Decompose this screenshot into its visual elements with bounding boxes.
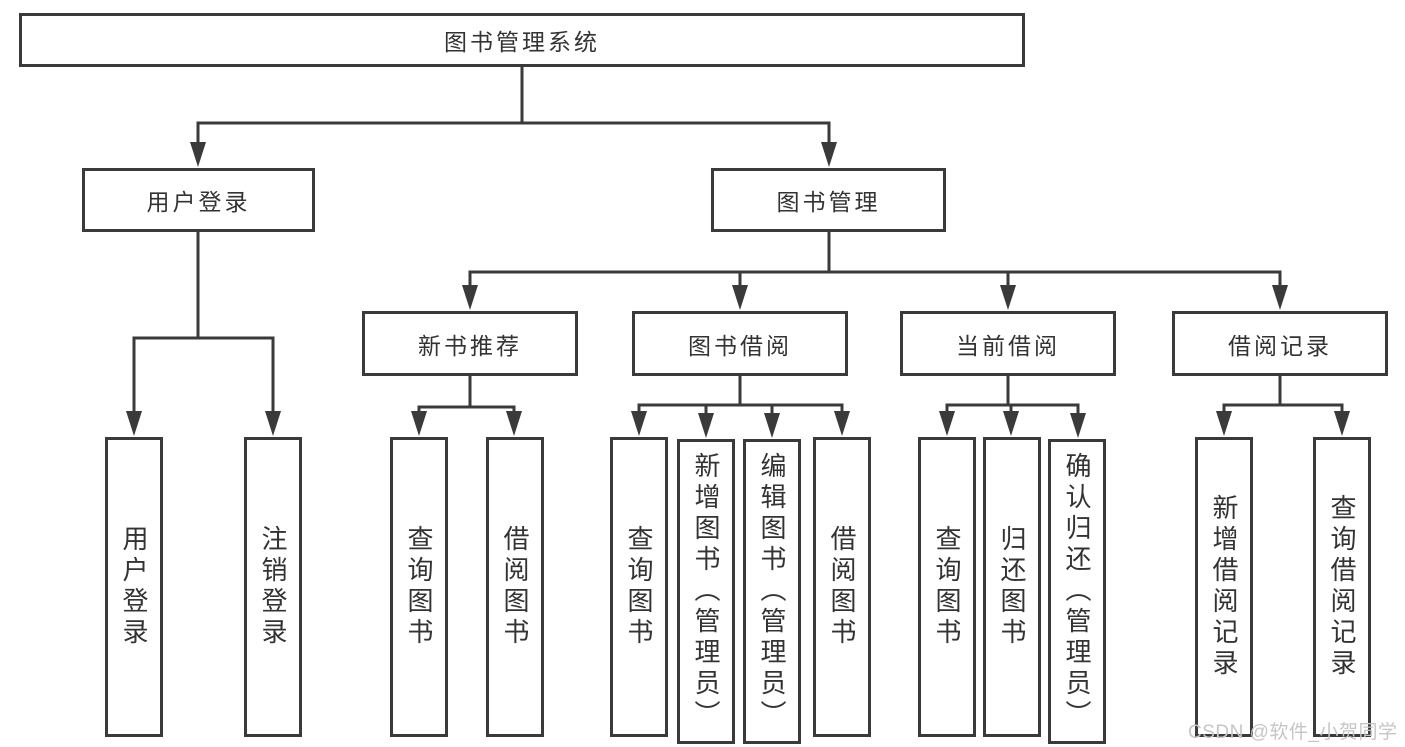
leaf-add-book-admin-label: 新增图书（管理员）	[691, 452, 721, 731]
connector-login-to-leaves	[132, 230, 275, 415]
arrow-down-icon	[1070, 413, 1086, 438]
arrow-down-icon	[190, 142, 206, 167]
node-book-borrow-label: 图书借阅	[688, 332, 792, 359]
leaf-borrow-books-recommend: 借阅图书	[486, 437, 544, 737]
arrow-down-icon	[411, 411, 427, 436]
leaf-borrow-books-label: 借阅图书	[827, 525, 857, 649]
leaf-query-books-borrow: 查询图书	[610, 437, 668, 737]
arrow-down-icon	[1000, 285, 1016, 310]
leaf-borrow-books: 借阅图书	[813, 437, 871, 737]
arrow-down-icon	[939, 411, 955, 436]
connector-current-to-leaves	[945, 374, 1080, 418]
arrow-down-icon	[1272, 285, 1288, 310]
csdn-watermark: CSDN @软件_小贺同学	[1188, 722, 1398, 743]
arrow-down-icon	[834, 411, 850, 436]
leaf-logout-label: 注销登录	[258, 525, 288, 649]
leaf-confirm-return-admin-label: 确认归还（管理员）	[1062, 452, 1092, 731]
leaf-query-books-borrow-label: 查询图书	[624, 525, 654, 649]
arrow-down-icon	[764, 413, 780, 438]
connector-borrow-to-leaves	[637, 374, 844, 418]
leaf-edit-book-admin: 编辑图书（管理员）	[743, 439, 801, 744]
arrow-down-icon	[698, 413, 714, 438]
leaf-borrow-books-recommend-label: 借阅图书	[500, 525, 530, 649]
arrow-down-icon	[506, 411, 522, 436]
leaf-return-books: 归还图书	[983, 437, 1041, 737]
connector-root-to-level2	[196, 65, 831, 148]
node-library-system: 图书管理系统	[19, 13, 1025, 67]
node-user-login-label: 用户登录	[146, 189, 251, 215]
node-book-borrow: 图书借阅	[632, 311, 848, 376]
leaf-return-books-label: 归还图书	[997, 525, 1027, 649]
connector-mgmt-to-level3	[468, 230, 1282, 291]
arrow-down-icon	[732, 285, 748, 310]
arrow-down-icon	[265, 411, 281, 436]
node-borrow-records: 借阅记录	[1172, 311, 1388, 376]
arrow-down-icon	[1003, 411, 1019, 436]
node-new-book-recommend-label: 新书推荐	[418, 332, 522, 359]
arrow-down-icon	[1334, 411, 1350, 436]
leaf-query-books-recommend-label: 查询图书	[404, 525, 434, 649]
leaf-add-borrow-record: 新增借阅记录	[1195, 437, 1253, 737]
node-current-borrow-label: 当前借阅	[956, 332, 1060, 359]
leaf-query-borrow-record: 查询借阅记录	[1313, 437, 1371, 737]
leaf-query-books-current: 查询图书	[918, 437, 976, 737]
leaf-add-borrow-record-label: 新增借阅记录	[1209, 494, 1239, 680]
leaf-query-borrow-record-label: 查询借阅记录	[1327, 494, 1357, 680]
leaf-logout: 注销登录	[244, 437, 302, 737]
arrow-down-icon	[631, 411, 647, 436]
leaf-query-books-recommend: 查询图书	[390, 437, 448, 737]
leaf-query-books-current-label: 查询图书	[932, 525, 962, 649]
leaf-user-login: 用户登录	[105, 437, 163, 737]
arrow-down-icon	[462, 285, 478, 310]
arrow-down-icon	[821, 142, 837, 167]
arrow-down-icon	[126, 411, 142, 436]
leaf-user-login-label: 用户登录	[119, 525, 149, 649]
node-book-management-label: 图书管理	[776, 189, 881, 215]
node-library-system-label: 图书管理系统	[444, 29, 600, 55]
connector-newbook-to-leaves	[417, 374, 516, 416]
node-current-borrow: 当前借阅	[900, 311, 1116, 376]
leaf-confirm-return-admin: 确认归还（管理员）	[1048, 439, 1106, 744]
leaf-add-book-admin: 新增图书（管理员）	[677, 439, 735, 744]
node-new-book-recommend: 新书推荐	[362, 311, 578, 376]
node-borrow-records-label: 借阅记录	[1228, 332, 1332, 359]
connector-records-to-leaves	[1222, 374, 1344, 416]
arrowheads	[126, 142, 1350, 438]
leaf-edit-book-admin-label: 编辑图书（管理员）	[757, 452, 787, 731]
arrow-down-icon	[1216, 411, 1232, 436]
node-book-management: 图书管理	[711, 168, 946, 232]
node-user-login: 用户登录	[82, 168, 315, 232]
